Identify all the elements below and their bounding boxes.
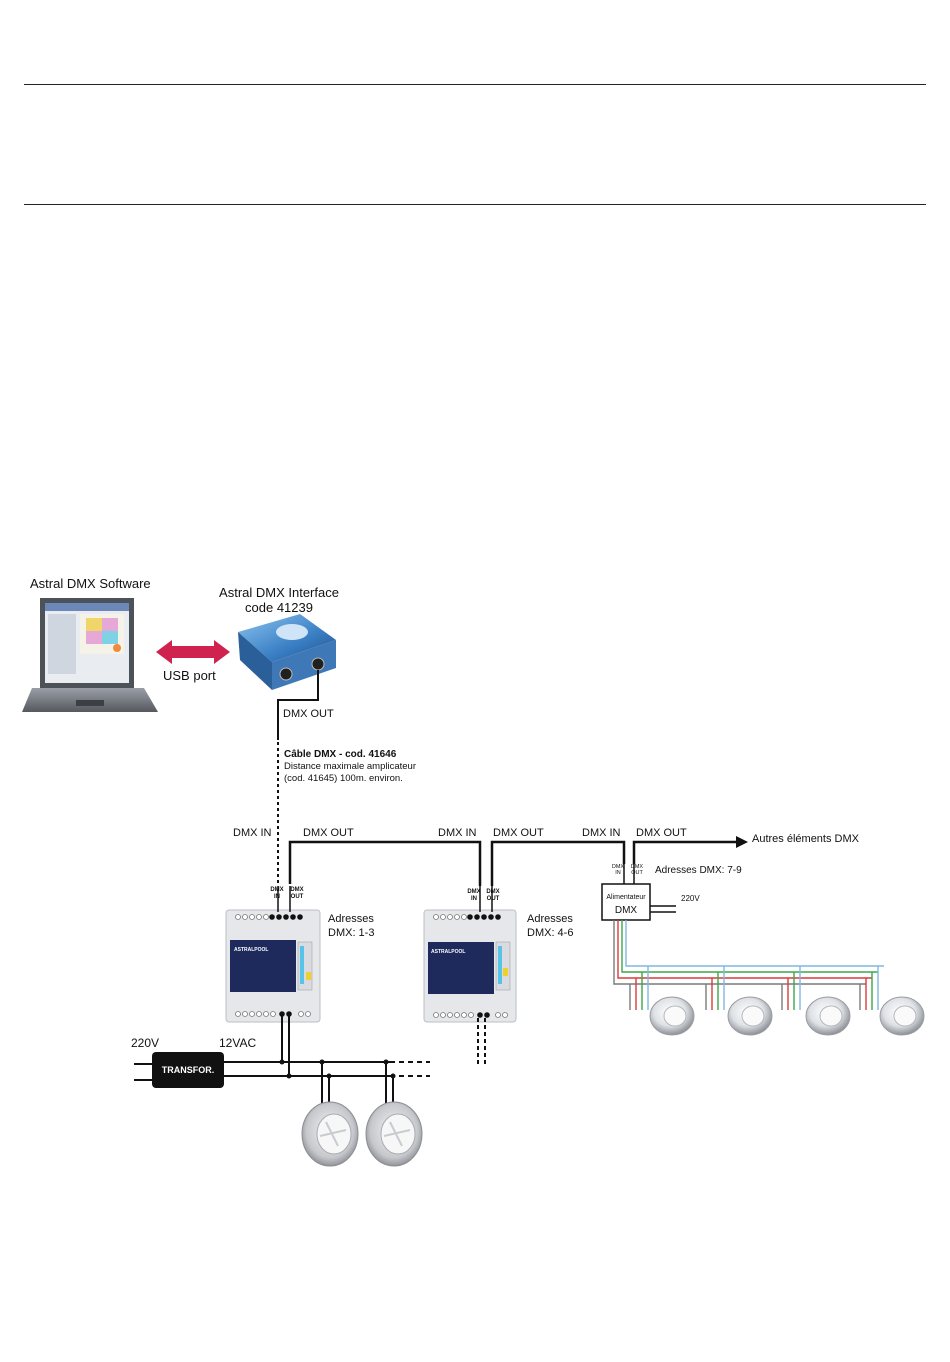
laptop-illustration <box>22 598 158 712</box>
m1-terminal-in-2: IN <box>274 894 280 900</box>
transformer-box <box>152 1052 224 1088</box>
transformer-output-label: 12VAC <box>219 1036 256 1050</box>
module-2-brand: ASTRALPOOL <box>431 949 465 955</box>
projector-lamp-1 <box>301 1101 359 1167</box>
m1-terminal-out-2: OUT <box>291 894 304 900</box>
m2-terminal-in-2: IN <box>471 896 477 902</box>
second-rule <box>24 204 926 205</box>
m2-terminal-out: DMX <box>486 889 499 895</box>
module-2 <box>423 909 517 1023</box>
module-2-address-line-2: DMX: 4-6 <box>527 927 573 939</box>
module-1-address-line-2: DMX: 1-3 <box>328 927 374 939</box>
feeder-name: Alimentateur <box>606 894 646 901</box>
dmx-interface-device <box>238 614 336 690</box>
interface-title: Astral DMX Interface <box>219 585 339 600</box>
usb-double-arrow <box>156 640 230 664</box>
bus-dmx-in-2: DMX IN <box>438 827 477 839</box>
module-2-power-drop <box>477 1018 486 1066</box>
led-lamp-4 <box>879 996 925 1036</box>
led-lamp-2 <box>727 996 773 1036</box>
transformer-label: TRANSFOR. <box>162 1065 215 1075</box>
module-leads <box>277 886 493 912</box>
power-wiring <box>134 1016 430 1108</box>
feeder-terminal-out: DMX <box>631 864 644 870</box>
bus-dmx-in-1: DMX IN <box>233 827 272 839</box>
dmx-bus-lines <box>288 840 736 886</box>
feeder-terminal-in-2: IN <box>615 870 621 876</box>
module-1-brand: ASTRALPOOL <box>234 947 268 953</box>
bus-dmx-out-1: DMX OUT <box>303 827 354 839</box>
cable-title: Câble DMX - cod. 41646 <box>284 749 397 760</box>
bus-dmx-out-2: DMX OUT <box>493 827 544 839</box>
m2-terminal-in: DMX <box>467 889 480 895</box>
module-2-address-line-1: Adresses <box>527 913 573 925</box>
other-dmx-elements-label: Autres éléments DMX <box>752 833 860 845</box>
feeder-power-label: 220V <box>681 894 700 903</box>
led-lamp-3 <box>805 996 851 1036</box>
feeder-terminal-in: DMX <box>612 864 625 870</box>
interface-code: code 41239 <box>245 600 313 615</box>
feeder-dmx-label: DMX <box>615 905 638 916</box>
transformer-input-label: 220V <box>131 1036 159 1050</box>
interface-dmx-out-label: DMX OUT <box>283 708 334 720</box>
m1-terminal-out: DMX <box>290 887 303 893</box>
cable-line-2: (cod. 41645) 100m. environ. <box>284 773 403 784</box>
software-label: Astral DMX Software <box>30 576 151 591</box>
feeder-leads <box>623 864 676 913</box>
cable-line-1: Distance maximale amplicateur <box>284 761 416 772</box>
projector-lamp-2 <box>365 1101 423 1167</box>
module-1 <box>225 884 321 1023</box>
m2-terminal-out-2: OUT <box>487 896 500 902</box>
rgb-wiring <box>613 920 884 1010</box>
interface-dmx-cable <box>277 670 319 886</box>
top-rule <box>24 84 926 85</box>
usb-port-label: USB port <box>163 668 216 683</box>
m1-terminal-in: DMX <box>270 887 283 893</box>
feeder-terminal-out-2: OUT <box>631 870 643 876</box>
led-lamp-1 <box>649 996 695 1036</box>
bus-end-arrow <box>736 836 748 848</box>
bus-dmx-out-3: DMX OUT <box>636 827 687 839</box>
module-1-address-line-1: Adresses <box>328 913 374 925</box>
power-junctions <box>279 1059 396 1079</box>
dmx-feeder-box <box>601 883 651 921</box>
bus-dmx-in-3: DMX IN <box>582 827 621 839</box>
feeder-address-label: Adresses DMX: 7-9 <box>655 865 742 876</box>
